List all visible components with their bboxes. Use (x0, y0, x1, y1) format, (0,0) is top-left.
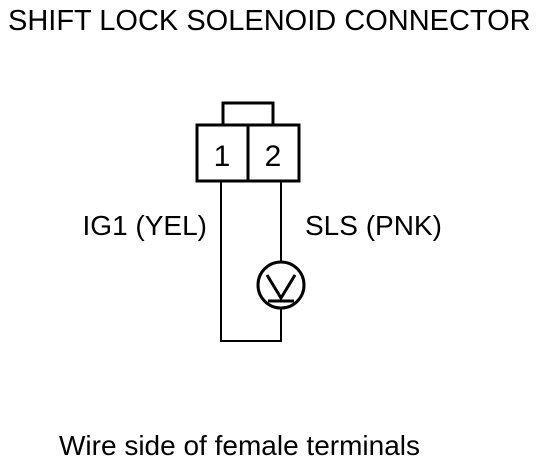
wire-label-sls: SLS (PNK) (305, 210, 442, 241)
pin-1-label: 1 (214, 140, 231, 173)
connector-lock-tab (221, 101, 275, 127)
diagram-title: SHIFT LOCK SOLENOID CONNECTOR (8, 5, 531, 37)
voltmeter-icon (256, 260, 306, 310)
diagram-caption: Wire side of female terminals (59, 430, 421, 461)
pin-2-label: 2 (265, 140, 282, 173)
wire-label-ig1: IG1 (YEL) (83, 210, 207, 241)
